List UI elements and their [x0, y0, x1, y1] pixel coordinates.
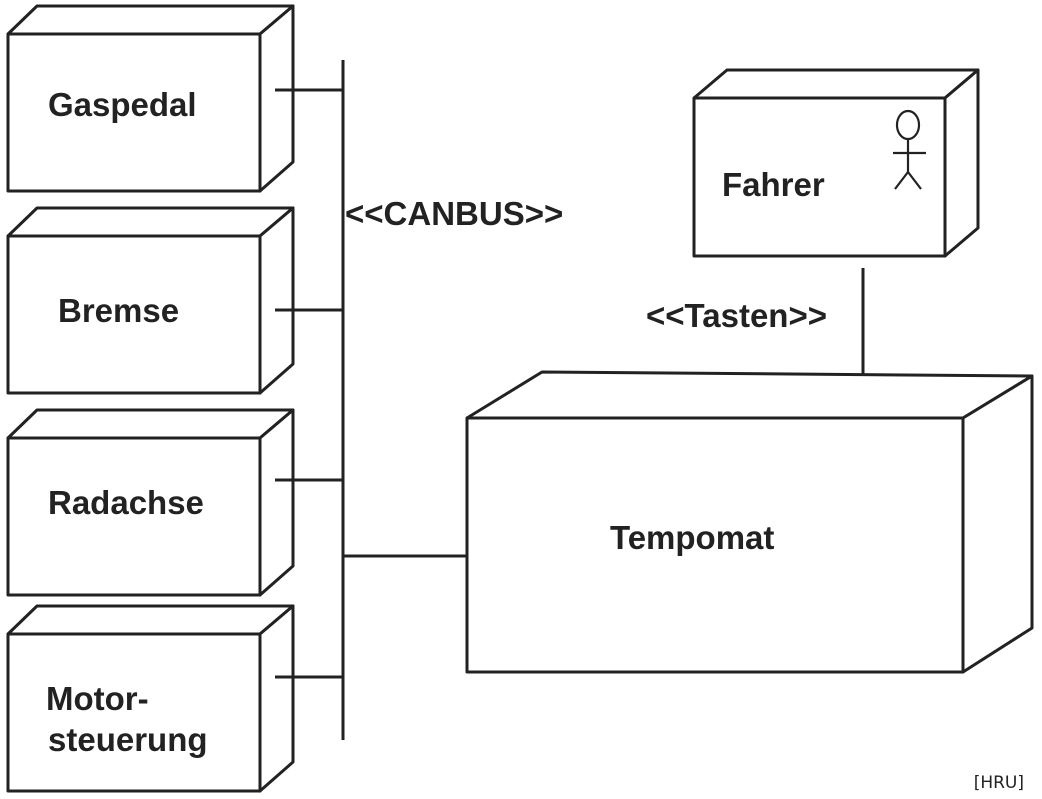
node-radachse[interactable]: Radachse: [6, 408, 295, 597]
actor-stick-figure-icon: [893, 109, 926, 190]
node-bremse-label: Bremse: [58, 292, 179, 329]
node-gaspedal-label: Gaspedal: [48, 86, 197, 123]
node-motorsteuerung-label-line1: Motor-: [46, 680, 149, 717]
node-bremse-side: [258, 206, 295, 395]
node-gaspedal[interactable]: Gaspedal: [6, 4, 295, 193]
tasten-stereotype-label: <<Tasten>>: [646, 297, 827, 334]
node-tempomat-top: [465, 370, 1034, 420]
node-gaspedal-top: [6, 4, 295, 36]
node-radachse-face: [6, 436, 262, 597]
node-gaspedal-face: [6, 32, 262, 193]
node-motorsteuerung-side: [258, 604, 295, 793]
node-tempomat-side: [961, 374, 1034, 674]
node-fahrer-label: Fahrer: [722, 166, 825, 203]
node-bremse-top: [6, 206, 295, 238]
node-fahrer-side: [943, 68, 980, 258]
node-radachse-side: [258, 408, 295, 597]
node-fahrer-top: [692, 68, 980, 100]
canbus-stereotype-label: <<CANBUS>>: [345, 195, 563, 232]
node-radachse-label: Radachse: [48, 484, 204, 521]
credit-label: [HRU]: [973, 773, 1024, 793]
node-motorsteuerung-top: [6, 604, 295, 636]
node-tempomat-face: [465, 416, 965, 674]
node-gaspedal-side: [258, 4, 295, 193]
node-tempomat-label: Tempomat: [610, 519, 774, 556]
node-motorsteuerung-face: [6, 632, 262, 793]
node-motorsteuerung-label-line2: steuerung: [48, 721, 208, 758]
node-bremse[interactable]: Bremse: [6, 206, 295, 395]
node-radachse-top: [6, 408, 295, 440]
node-bremse-face: [6, 234, 262, 395]
node-fahrer[interactable]: Fahrer: [692, 68, 980, 258]
node-motorsteuerung[interactable]: Motor- steuerung: [6, 604, 295, 793]
node-tempomat[interactable]: Tempomat: [465, 370, 1034, 674]
